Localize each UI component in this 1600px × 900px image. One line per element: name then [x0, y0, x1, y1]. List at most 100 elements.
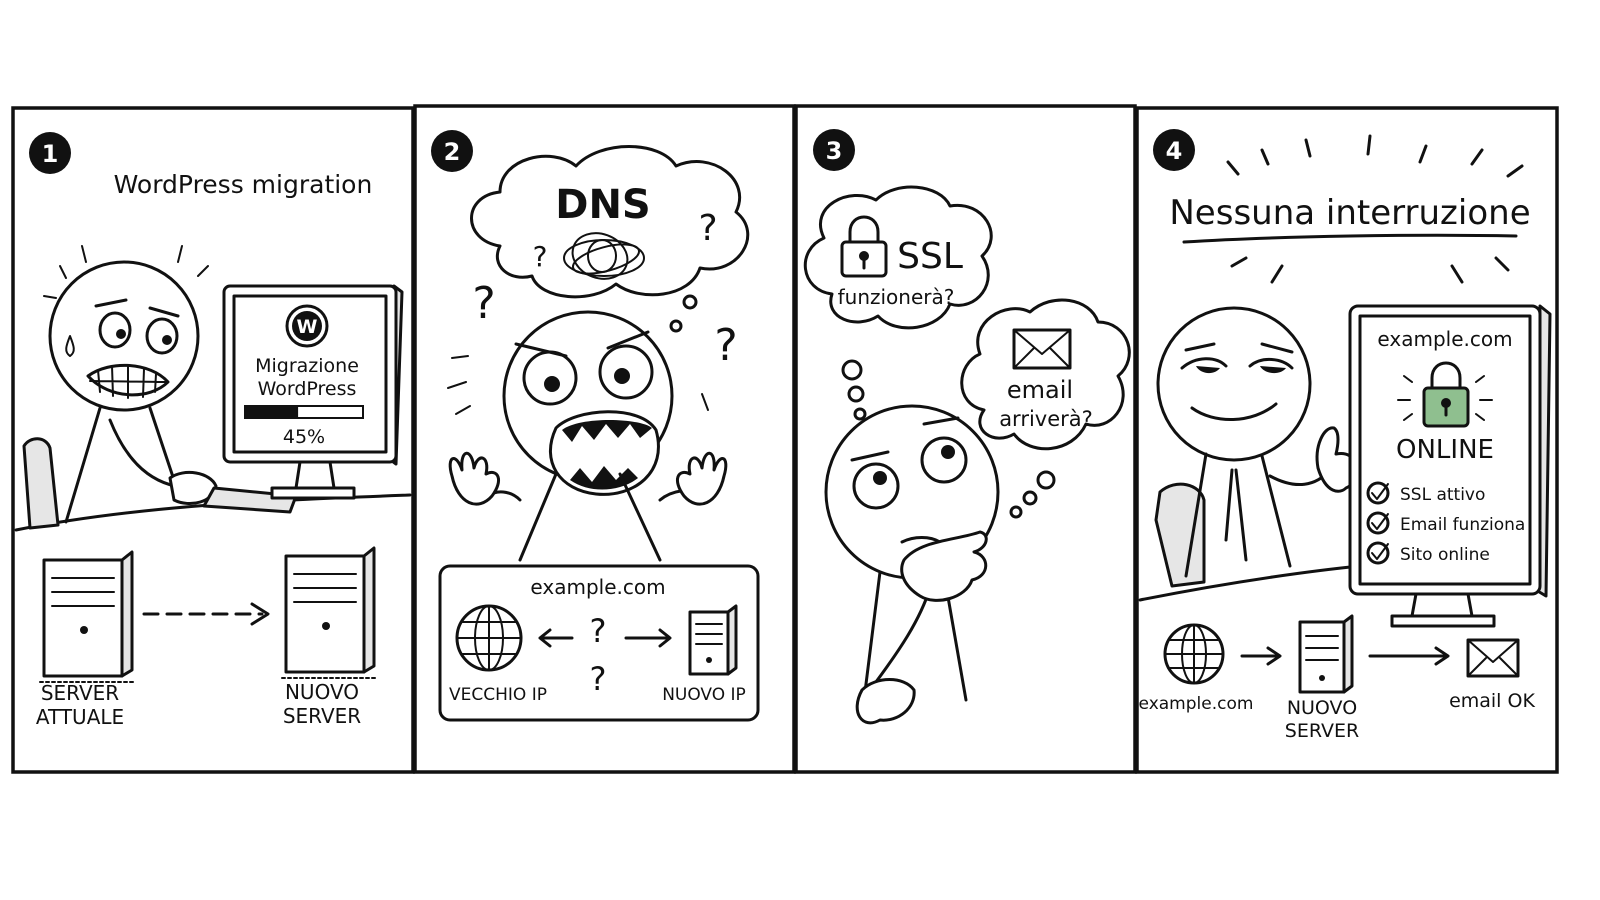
server-new-label-1: NUOVO: [285, 680, 359, 704]
check-circle-icon: [1366, 511, 1390, 535]
check-item: SSL attivo: [1366, 481, 1485, 505]
panel-number-badge: [29, 132, 71, 174]
body: [1184, 452, 1292, 578]
svg-text:SSL attivo: SSL attivo: [1400, 485, 1485, 505]
hand-right: [675, 451, 728, 506]
dns-domain: example.com: [530, 575, 665, 599]
chin-hand: [900, 530, 988, 602]
panel-3: 3 SSL funzionerà? email arriverà?: [803, 129, 1131, 725]
server-icon: [1298, 614, 1354, 694]
panel-1-frame: [11, 106, 415, 774]
wordpress-logo: W: [285, 304, 329, 348]
envelope-icon: [1466, 638, 1520, 678]
svg-text:W: W: [297, 316, 318, 338]
dns-box: [438, 564, 760, 722]
svg-text:Sito online: Sito online: [1400, 545, 1490, 565]
chair: [1154, 482, 1206, 588]
worried-person: [43, 245, 218, 524]
old-ip-label: VECCHIO IP: [449, 685, 547, 705]
email-line-1: email: [1007, 376, 1073, 404]
screen-line-1: Migrazione: [255, 355, 359, 377]
eye-right: [145, 317, 179, 355]
hand: [168, 470, 218, 505]
desk: [1138, 564, 1362, 602]
lock-icon: [1397, 361, 1493, 428]
arrow-right: [624, 628, 672, 648]
panel-title: Nessuna interruzione: [1169, 193, 1530, 233]
flow-server-label-1: NUOVO: [1287, 697, 1357, 719]
flow-arrow-2: [1368, 646, 1450, 666]
email-line-2: arriverà?: [999, 407, 1093, 431]
emphasis-rays: [1226, 134, 1524, 284]
hand-left: [448, 451, 501, 506]
thinking-person: [824, 404, 1000, 725]
svg-text:?: ?: [714, 320, 737, 371]
server-current-label-1: SERVER: [41, 681, 119, 705]
arm: [868, 586, 932, 692]
svg-text:Email funziona: Email funziona: [1400, 515, 1525, 535]
server-new-label-2: SERVER: [283, 704, 361, 728]
server-current: [39, 550, 137, 683]
smile: [1190, 402, 1278, 421]
panel-number: 1: [42, 140, 59, 168]
server-icon: [688, 604, 738, 676]
progress-fill: [245, 406, 299, 418]
scribble-tangle: [563, 232, 645, 280]
email-thought-cloud: [960, 298, 1131, 451]
panel-number-badge: [813, 129, 855, 171]
server-new: [281, 546, 379, 679]
panel-number-badge: [431, 130, 473, 172]
panel-number: 2: [444, 138, 461, 166]
panic-marks: [447, 355, 709, 415]
panel-number: 4: [1166, 137, 1183, 165]
check-circle-icon: [1366, 481, 1390, 505]
monitor: W Migrazione WordPress 45%: [222, 284, 404, 500]
panel-3-frame: [794, 104, 1137, 774]
panel-number: 3: [826, 137, 843, 165]
body: [64, 406, 178, 524]
envelope-icon: [1012, 328, 1072, 370]
check-list: SSL attivo Email funziona Sito online: [1366, 481, 1525, 565]
panel-2: 2 DNS ? ? ? ?: [431, 130, 760, 722]
server-current-label-2: ATTUALE: [36, 705, 124, 729]
panel-4: 4 Nessuna interruzione e: [1138, 129, 1552, 742]
globe-icon: [1163, 623, 1225, 685]
panel-title: WordPress migration: [114, 170, 373, 199]
svg-text:?: ?: [698, 208, 717, 249]
flow-server-label-2: SERVER: [1285, 720, 1359, 742]
screen-domain: example.com: [1377, 327, 1512, 351]
monitor-stand: [1410, 592, 1474, 618]
panel-frames: [11, 104, 1559, 774]
flow-arrow-1: [1240, 646, 1282, 666]
thought-title: DNS: [555, 182, 651, 228]
check-item: Email funziona: [1366, 511, 1525, 535]
head: [1156, 306, 1312, 462]
title-underline: [1182, 233, 1518, 244]
svg-text:?: ?: [533, 240, 548, 273]
flow-domain: example.com: [1139, 694, 1254, 714]
thought-cloud: [470, 145, 750, 299]
worry-marks: [43, 245, 209, 299]
arrow-left: [538, 628, 574, 648]
status-monitor: example.com ONLINE SSL attivo Email f: [1348, 304, 1552, 628]
monitor-stand: [294, 460, 336, 490]
globe-icon: [455, 604, 523, 672]
sweat-drop: [65, 335, 75, 357]
screen-line-2: WordPress: [258, 378, 357, 400]
body: [518, 472, 662, 562]
panel-2-frame: [413, 104, 796, 774]
lower-hand: [855, 678, 916, 725]
panel-4-frame: [1135, 106, 1559, 774]
eye-left: [98, 311, 132, 349]
ssl-label: SSL: [897, 236, 963, 277]
check-circle-icon: [1366, 541, 1390, 565]
ssl-question: funzionerà?: [838, 285, 955, 309]
flow-email-label: email OK: [1449, 690, 1535, 712]
svg-text:?: ?: [472, 278, 495, 329]
panel-number-badge: [1153, 129, 1195, 171]
progress-label: 45%: [283, 426, 325, 448]
svg-text:?: ?: [590, 660, 607, 698]
check-item: Sito online: [1366, 541, 1490, 565]
monitor-screen: [1358, 314, 1532, 586]
